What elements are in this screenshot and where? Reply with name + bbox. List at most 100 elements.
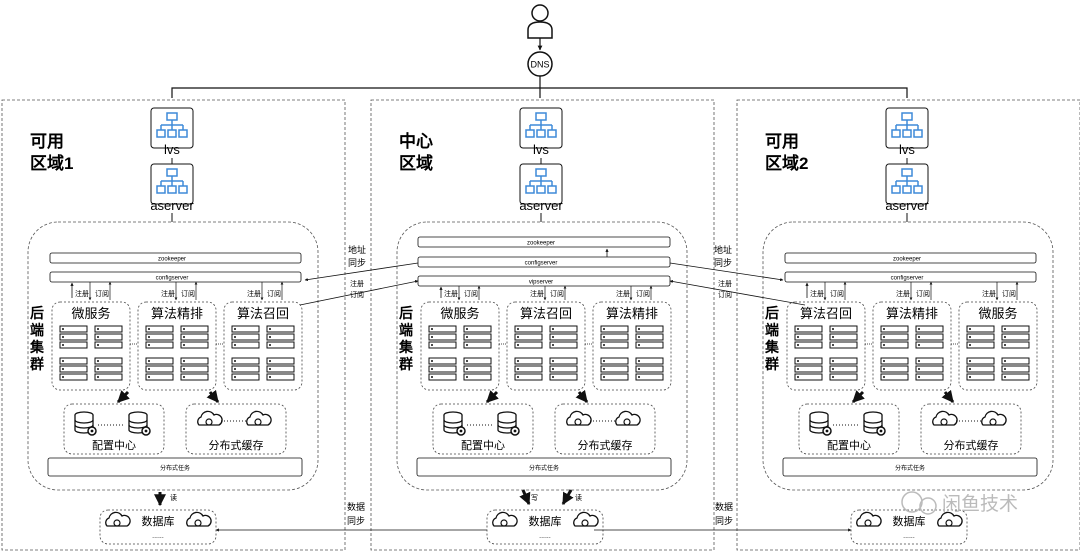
instance-box	[966, 357, 995, 365]
subscribe-label: 订阅	[550, 289, 564, 298]
instance-box	[180, 325, 209, 333]
distributed-cache-label: 分布式缓存	[578, 438, 633, 452]
lvs-label: lvs	[164, 142, 180, 157]
zone-title-line1: 可用	[30, 132, 64, 151]
lvs-label: lvs	[899, 142, 915, 157]
instance-box	[915, 357, 944, 365]
addr-sync-left-2: 同步	[348, 258, 366, 268]
zookeeper-bar-label: zookeeper	[527, 241, 555, 247]
data-sync-left-1: 数据	[347, 501, 365, 512]
subscribe-label: 订阅	[464, 289, 478, 298]
instance-box	[266, 325, 295, 333]
instance-box	[231, 365, 260, 373]
instance-box	[180, 357, 209, 365]
distributed-cache: 分布式缓存	[920, 403, 1022, 455]
service-block-3: 算法精排	[592, 301, 672, 391]
database-gear-icon	[128, 411, 151, 436]
instance-box	[880, 373, 909, 381]
service-block-3: 算法召回	[223, 301, 303, 391]
service-block-2: 算法召回	[506, 301, 586, 391]
backend-cluster-char: 后	[399, 305, 413, 321]
aserver-label: aserver	[150, 198, 194, 213]
register-label: 注册	[161, 289, 175, 298]
database: 数据库......	[99, 509, 217, 545]
register-label: 注册	[896, 289, 910, 298]
instance-box	[59, 373, 88, 381]
instance-box	[600, 333, 629, 341]
database-label: 数据库	[893, 514, 926, 528]
instance-box	[231, 373, 260, 381]
instance-box	[829, 365, 858, 373]
database-label: 数据库	[529, 514, 562, 528]
instance-box	[549, 325, 578, 333]
instance-box	[231, 325, 260, 333]
instance-box	[880, 333, 909, 341]
register-label: 注册	[444, 289, 458, 298]
cloud-icon	[981, 410, 1007, 426]
read-label: 读	[575, 493, 582, 502]
service-block-1: 微服务	[420, 301, 500, 391]
instance-box	[231, 357, 260, 365]
instance-box	[59, 365, 88, 373]
zookeeper-bar: zookeeper	[417, 236, 671, 248]
cloud-db-icon	[937, 511, 963, 527]
instance-box	[266, 365, 295, 373]
instance-box	[266, 341, 295, 349]
config-center: 配置中心	[798, 403, 900, 455]
cloud-db-icon	[105, 511, 131, 527]
instance-box	[880, 365, 909, 373]
backend-cluster-char: 端	[765, 322, 779, 338]
register-label: 注册	[810, 289, 824, 298]
instance-box	[266, 373, 295, 381]
configserver-bar: configserver	[49, 271, 302, 283]
instance-box	[880, 325, 909, 333]
database-dots: ......	[903, 533, 915, 540]
backend-cluster-char: 集	[398, 339, 414, 355]
instance-box	[428, 365, 457, 373]
database-gear-icon	[443, 411, 466, 436]
service-block-1: 微服务	[51, 301, 131, 391]
aserver-label: aserver	[519, 198, 563, 213]
reg-left: 注册	[350, 279, 364, 288]
distributed-cache: 分布式缓存	[554, 403, 656, 455]
instance-box	[1001, 373, 1030, 381]
instance-box	[794, 365, 823, 373]
service-title: 算法精排	[886, 306, 938, 321]
register-label: 注册	[982, 289, 996, 298]
instance-box	[794, 357, 823, 365]
instance-box	[231, 341, 260, 349]
subscribe-label: 订阅	[636, 289, 650, 298]
write-label: 写	[531, 494, 538, 502]
cloud-icon	[197, 410, 223, 426]
instance-box	[549, 333, 578, 341]
instance-box	[600, 325, 629, 333]
instance-box	[549, 365, 578, 373]
zone-title-line2: 区域	[399, 153, 433, 173]
instance-box	[794, 341, 823, 349]
instance-box	[600, 341, 629, 349]
instance-box	[600, 365, 629, 373]
distributed-task: 分布式任务	[47, 457, 303, 477]
instance-box	[94, 365, 123, 373]
instance-box	[145, 373, 174, 381]
instance-box	[915, 365, 944, 373]
instance-box	[94, 357, 123, 365]
database-gear-icon	[74, 411, 97, 436]
service-title: 算法召回	[237, 306, 289, 321]
zone-3: 可用区域2lvsaserverzookeeperconfigserver注册订阅…	[736, 99, 1080, 551]
register-label: 注册	[616, 289, 630, 298]
reg-right: 注册	[718, 279, 732, 288]
instance-box	[966, 325, 995, 333]
cloud-icon	[615, 410, 641, 426]
instance-box	[145, 341, 174, 349]
subscribe-label: 订阅	[267, 289, 281, 298]
database-dots: ......	[539, 533, 551, 540]
configserver-bar-label: configserver	[891, 276, 924, 282]
instance-box	[549, 373, 578, 381]
watermark-text: 闲鱼技术	[942, 493, 1018, 515]
instance-box	[1001, 325, 1030, 333]
instance-box	[549, 341, 578, 349]
vipserver-label: vipserver	[529, 280, 553, 286]
aserver-label: aserver	[885, 198, 929, 213]
